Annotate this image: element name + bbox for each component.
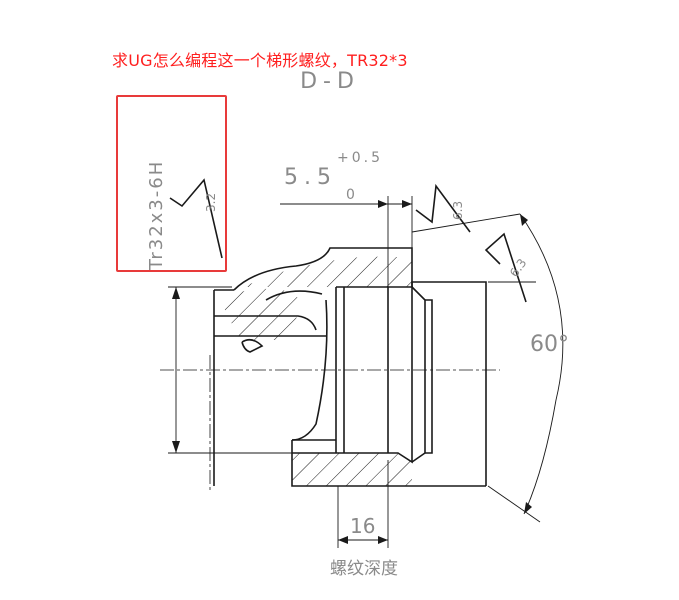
question-text: 求UG怎么编程这一个梯形螺纹，TR32*3 <box>112 51 408 70</box>
dim-tol-lower: 0 <box>346 187 355 203</box>
part-outline <box>213 247 487 487</box>
dim-depth: 16 <box>350 514 375 538</box>
dim-width: 5.5 <box>284 165 337 190</box>
roughness-chamfer-value: 6.3 <box>507 256 529 280</box>
hatch-left-insert <box>220 288 300 340</box>
highlight-box <box>116 95 227 272</box>
roughness-face-value: 6.3 <box>451 201 465 220</box>
dimension-arrows <box>172 200 532 544</box>
roughness-symbols <box>169 178 527 303</box>
thread-spec-label: Tr32x3-6H <box>146 160 167 271</box>
hatch-bottom <box>292 453 412 486</box>
dim-tol-upper: +0.5 <box>337 150 383 166</box>
section-label: D-D <box>300 69 360 94</box>
depth-label: 螺纹深度 <box>330 559 398 579</box>
dimension-lines <box>168 196 564 548</box>
roughness-thread-value: 3.2 <box>204 193 218 212</box>
dim-angle: 60° <box>530 332 569 357</box>
center-lines <box>160 355 500 490</box>
hatch-top <box>240 256 412 287</box>
